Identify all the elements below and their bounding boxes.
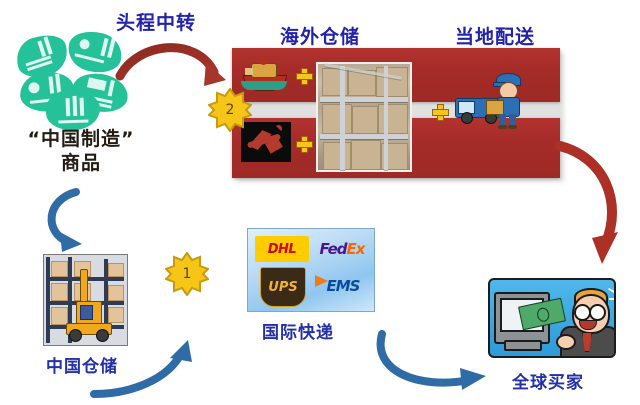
step-2-number: 2	[225, 102, 235, 118]
plus-icon-sea	[296, 68, 313, 85]
fedex-label-fed: Fed	[319, 240, 348, 258]
label-china-warehouse: 中国仓储	[46, 357, 118, 377]
dhl-logo: DHL	[255, 236, 309, 262]
warehouse-shelving-photo	[316, 62, 412, 172]
label-global-buyer: 全球买家	[512, 373, 584, 393]
heading-first-leg: 头程中转	[116, 12, 197, 34]
delivery-courier-van	[455, 70, 541, 132]
forklift-warehouse-photo	[43, 254, 128, 346]
label-international-express: 国际快递	[262, 323, 334, 343]
step-1-number: 1	[182, 266, 192, 282]
arrow-factory-to-sea-air	[115, 43, 226, 86]
ups-logo: UPS	[260, 267, 306, 307]
ups-label: UPS	[268, 279, 298, 295]
label-made-in-china: “中国制造” 商品	[6, 128, 156, 176]
plus-icon-delivery	[432, 104, 449, 121]
arrow-warehouse-to-buyer	[555, 141, 618, 264]
heading-local-delivery: 当地配送	[455, 26, 536, 48]
arrow-china-warehouse-to-express	[90, 340, 192, 398]
plus-icon-air	[296, 136, 313, 153]
made-in-china-line1: “中国制造”	[27, 128, 135, 150]
arrow-factory-to-china-warehouse	[47, 188, 82, 252]
fedex-label-ex: Ex	[346, 240, 366, 258]
airplane-icon	[241, 122, 291, 162]
dhl-label: DHL	[267, 241, 297, 257]
heading-overseas-warehouse: 海外仓储	[280, 26, 361, 48]
ems-logo: EMS	[315, 273, 370, 299]
arrow-express-to-buyer	[376, 330, 486, 390]
ems-chevron-icon	[315, 275, 328, 287]
made-in-china-line2: 商品	[60, 151, 101, 174]
global-buyer-photo	[488, 278, 616, 358]
step-1-badge: 1	[164, 251, 210, 297]
ship-icon	[241, 55, 289, 95]
ems-label: EMS	[326, 277, 361, 295]
step-2-badge: 2	[207, 87, 253, 133]
